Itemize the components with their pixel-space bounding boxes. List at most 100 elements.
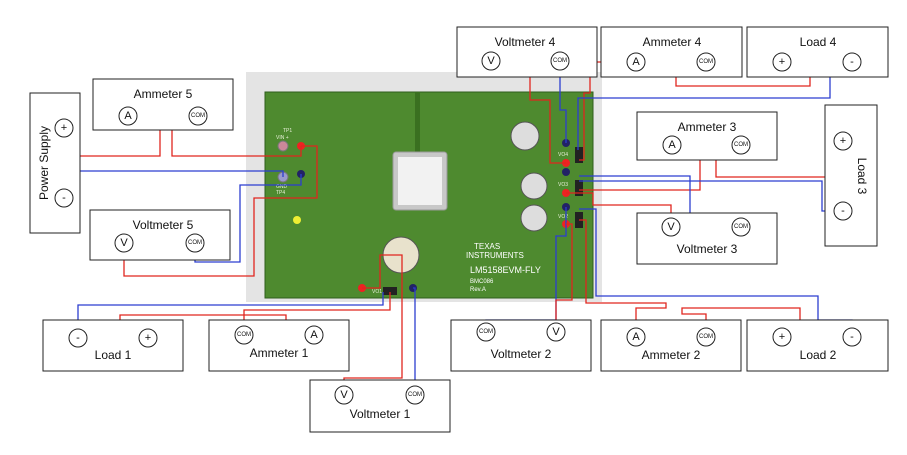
load1-title-label: Load 1	[95, 348, 132, 362]
v-terminal[interactable]	[546, 322, 566, 342]
com-terminal[interactable]	[731, 217, 751, 237]
load2-t2-label: -	[850, 331, 854, 343]
ammeter5-title-label: Ammeter 5	[134, 87, 193, 101]
minus-terminal[interactable]	[833, 201, 853, 221]
gnd-label: GND	[276, 184, 288, 190]
voltmeter5-t1-label: V	[120, 237, 128, 249]
v-terminal[interactable]	[661, 217, 681, 237]
a-terminal[interactable]	[304, 325, 324, 345]
com-terminal[interactable]	[185, 233, 205, 253]
ammeter5-t2-label: COM	[191, 113, 205, 119]
board-code: BMC086	[470, 279, 494, 285]
ti-logo-text: TEXAS	[474, 242, 500, 251]
ammeter3-title-label: Ammeter 3	[678, 120, 737, 134]
vo2-label: VO2	[558, 214, 568, 220]
tp1-label: TP1	[283, 128, 292, 134]
v-terminal[interactable]	[114, 233, 134, 253]
load-1: Load 1 - +	[42, 319, 184, 372]
a-terminal[interactable]	[662, 135, 682, 155]
com-terminal[interactable]	[188, 106, 208, 126]
load-4: Load 4 + -	[746, 26, 889, 78]
com-terminal[interactable]	[476, 322, 496, 342]
a-terminal[interactable]	[626, 52, 646, 72]
ammeter1-title-label: Ammeter 1	[250, 346, 309, 360]
voltmeter-4: Voltmeter 4 V COM	[456, 26, 598, 78]
plus-terminal[interactable]	[772, 327, 792, 347]
voltmeter-5: Voltmeter 5 V COM	[89, 209, 231, 261]
voltmeter3-title-label: Voltmeter 3	[677, 242, 738, 256]
voltmeter2-title-label: Voltmeter 2	[491, 347, 552, 361]
com-terminal[interactable]	[731, 135, 751, 155]
vo4-label: VO4	[558, 152, 568, 158]
board-rev: Rev.A	[470, 287, 486, 293]
ammeter-1: Ammeter 1 COM A	[208, 319, 350, 372]
voltmeter-1: Voltmeter 1 V COM	[309, 379, 451, 433]
voltmeter1-t2-label: COM	[408, 392, 422, 398]
ti-logo-text-2: INSTRUMENTS	[466, 251, 524, 260]
ammeter4-t2-label: COM	[699, 59, 713, 65]
ammeter3-t2-label: COM	[734, 142, 748, 148]
load-3: Load 3 + -	[824, 104, 878, 247]
ammeter2-t2-label: COM	[699, 334, 713, 340]
plus-terminal[interactable]	[833, 131, 853, 151]
voltmeter4-t2-label: COM	[553, 58, 567, 64]
voltmeter5-t2-label: COM	[188, 240, 202, 246]
com-terminal[interactable]	[550, 51, 570, 71]
voltmeter3-t2-label: COM	[734, 224, 748, 230]
tp4-label: TP4	[276, 190, 285, 196]
minus-terminal[interactable]	[842, 327, 862, 347]
load1-t1-label: -	[76, 332, 80, 344]
vin-label: VIN +	[276, 135, 289, 141]
ammeter-2: Ammeter 2 A COM	[600, 319, 742, 372]
com-terminal[interactable]	[405, 385, 425, 405]
vo1-label: VO1	[372, 289, 382, 295]
ammeter4-t1-label: A	[632, 56, 640, 68]
ammeter-4: Ammeter 4 A COM	[600, 26, 743, 78]
load-2: Load 2 + -	[746, 319, 889, 372]
ammeter1-t2-label: A	[310, 329, 318, 341]
ammeter1-t1-label: COM	[237, 332, 251, 338]
voltmeter1-t1-label: V	[340, 389, 348, 401]
ammeter2-title-label: Ammeter 2	[642, 348, 701, 362]
voltmeter5-title-label: Voltmeter 5	[133, 218, 194, 232]
com-terminal[interactable]	[696, 327, 716, 347]
plus-terminal[interactable]	[772, 52, 792, 72]
minus-terminal[interactable]	[54, 188, 74, 208]
voltmeter2-t1-label: COM	[479, 329, 493, 335]
load4-title-label: Load 4	[800, 35, 837, 49]
ammeter-3: Ammeter 3 A COM	[636, 111, 778, 161]
a-terminal[interactable]	[626, 327, 646, 347]
evm-board: TP1 VIN + GND TP4 VO4 VO3 VO2 VO1 TEXAS …	[246, 72, 602, 302]
load2-t1-label: +	[779, 331, 785, 343]
minus-terminal[interactable]	[842, 52, 862, 72]
plus-terminal[interactable]	[138, 328, 158, 348]
capacitor	[510, 121, 540, 151]
power-supply-t2-label: -	[62, 192, 66, 204]
voltmeter4-t1-label: V	[487, 55, 495, 67]
ammeter5-t1-label: A	[124, 110, 132, 122]
load4-t2-label: -	[850, 56, 854, 68]
load3-title-label: Load 3	[855, 158, 869, 195]
voltmeter4-title-label: Voltmeter 4	[495, 35, 556, 49]
plus-terminal[interactable]	[54, 118, 74, 138]
power-supply-title-label: Power Supply	[37, 126, 51, 200]
v-terminal[interactable]	[481, 51, 501, 71]
com-terminal[interactable]	[696, 52, 716, 72]
voltmeter3-t1-label: V	[667, 221, 675, 233]
vo3-label: VO3	[558, 182, 568, 188]
v-terminal[interactable]	[334, 385, 354, 405]
voltmeter-3: Voltmeter 3 V COM	[636, 212, 778, 265]
voltmeter1-title-label: Voltmeter 1	[350, 407, 411, 421]
ammeter2-t1-label: A	[632, 331, 640, 343]
power-supply-t1-label: +	[61, 122, 67, 134]
ammeter3-t1-label: A	[668, 139, 676, 151]
load4-t1-label: +	[779, 56, 785, 68]
load3-t1-label: +	[840, 135, 846, 147]
ammeter-5: Ammeter 5 A COM	[92, 78, 234, 131]
com-terminal[interactable]	[234, 325, 254, 345]
ammeter4-title-label: Ammeter 4	[643, 35, 702, 49]
minus-terminal[interactable]	[68, 328, 88, 348]
a-terminal[interactable]	[118, 106, 138, 126]
load1-t2-label: +	[145, 332, 151, 344]
